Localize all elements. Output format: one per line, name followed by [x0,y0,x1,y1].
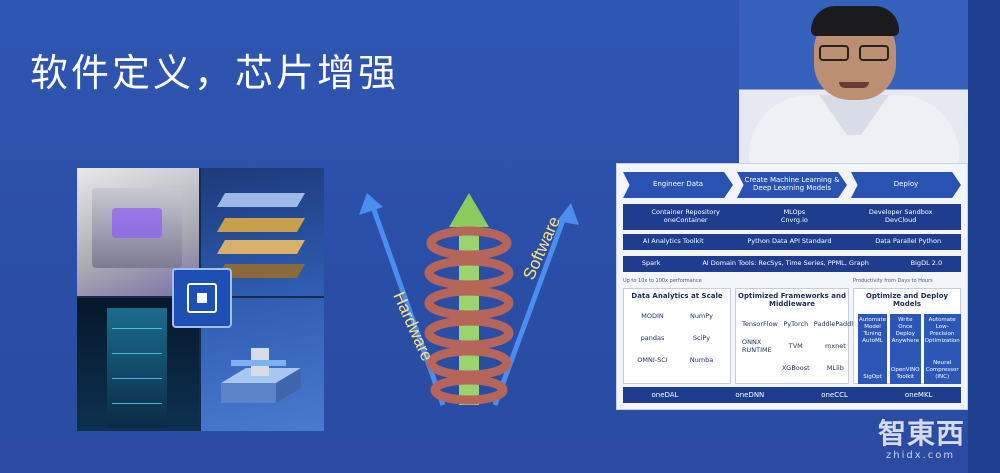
presenter-hair [811,6,899,36]
row-item: Spark [641,259,661,268]
perf-note: Up to 10x to 100x performance [623,278,702,284]
frameworks-section: Optimized Frameworks and Middleware Tens… [735,288,857,384]
row-item: AI Domain Tools: RecSys, Time Series, PP… [702,259,869,268]
productivity-note: Productivity from Days to Hours [853,278,933,284]
logo: PyTorch [783,320,809,328]
ai-software-stack-panel: Engineer Data Create Machine Learning & … [616,163,968,410]
tool-desc: Automate Low-Precision Optimization [924,317,960,344]
row-item: BigDL 2.0 [910,259,943,268]
hardware-collage [77,168,324,431]
software-arrow [492,203,579,406]
watermark-logo: 智東西 zhidx.com [878,410,968,468]
tool-name: OpenVINO Toolkit [891,367,920,381]
datacenter-tower-image [77,298,199,431]
row-item: Container Repository oneContainer [651,208,720,224]
tool-desc: Automate Model Tuning AutoML [859,317,887,344]
chip-icon [172,268,232,328]
tower-line [112,378,162,379]
right-edge-strip [968,0,1000,473]
header-step: Deploy [851,172,961,198]
tool-name: Neural Compressor (INC) [925,360,959,381]
logo: MODIN [641,312,664,320]
bottom-item: oneDNN [735,391,765,399]
presenter-mouth [839,82,869,88]
logo: SciPy [692,334,711,342]
logo: NumPy [689,312,714,320]
tower-line [112,353,162,354]
hardware-arrow [359,193,446,406]
deploy-section: Optimize and Deploy Models Automate Mode… [853,288,961,384]
watermark-brand: 智東西 [878,417,966,450]
presenter-glasses [819,45,893,61]
toolkit-row: AI Analytics Toolkit Python Data API Sta… [623,234,961,250]
transistor-blocks [221,348,301,403]
row-item: AI Analytics Toolkit [642,237,704,246]
header-step: Create Machine Learning & Deep Learning … [737,172,847,198]
logo: MLlib [826,364,844,372]
tower-line [112,328,162,329]
header-step: Engineer Data [623,172,733,198]
tool-desc: Write Once Deploy Anywhere [891,317,920,344]
row-item: MLOps Cnvrg.io [780,208,808,224]
logo: TensorFlow [742,320,778,328]
oneapi-bar: oneDAL oneDNN oneCCL oneMKL [623,387,961,403]
bottom-item: oneCCL [821,391,848,399]
logo: ONNX RUNTIME [742,338,772,354]
row-item: Data Parallel Python [875,237,942,246]
bottom-item: oneDAL [651,391,679,399]
logo: XGBoost [781,364,810,372]
domain-tools-row: Spark AI Domain Tools: RecSys, Time Seri… [623,256,961,272]
logo: pandas [640,334,665,342]
logo: Numba [689,356,714,364]
layer-1 [216,193,306,207]
watermark-url: zhidx.com [886,450,956,461]
tool-name: SigOpt [863,374,882,381]
logo: TVM [788,342,803,350]
mlops-row: Container Repository oneContainer MLOps … [623,204,961,230]
bottom-item: oneMKL [904,391,933,399]
deploy-tool: Write Once Deploy Anywhere OpenVINO Tool… [890,314,921,384]
machine-glow [112,208,162,238]
deploy-tool: Automate Model Tuning AutoML SigOpt [858,314,888,384]
logo: OMNI-SCI [637,356,668,364]
logo [742,358,778,378]
deploy-tool: Automate Low-Precision Optimization Neur… [923,314,961,384]
transistor-blocks-image [201,298,324,431]
logo: PaddlePaddle [813,320,858,328]
presenter-webcam [739,0,968,163]
slide-title: 软件定义，芯片增强 [30,51,400,95]
section-title: Optimized Frameworks and Middleware [738,292,846,308]
layer-2 [216,218,306,232]
row-item: Python Data API Standard [747,237,832,246]
tower-line [112,403,162,404]
tower-shape [107,308,167,428]
server-machine-image [77,168,199,296]
logo: mxnet [824,342,846,350]
analytics-section: Data Analytics at Scale MODIN NumPy pand… [623,288,731,384]
helix-coil [424,226,514,405]
section-title: Optimize and Deploy Models [865,292,949,308]
pipeline-header: Engineer Data Create Machine Learning & … [623,172,961,198]
layer-3 [216,240,306,254]
hardware-software-arrows: Hardware Software [359,193,579,406]
section-title: Data Analytics at Scale [631,292,723,300]
row-item: Developer Sandbox DevCloud [868,208,933,224]
